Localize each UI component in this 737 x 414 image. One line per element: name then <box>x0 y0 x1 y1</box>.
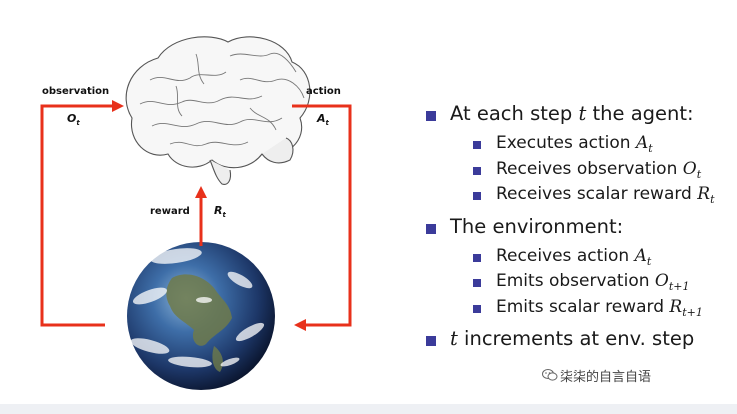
observation-arrow <box>40 104 112 327</box>
bullet-increment: t increments at env. step <box>426 327 731 358</box>
bullet-marker <box>426 111 436 121</box>
action-label: action <box>306 86 341 97</box>
watermark-text: 柒柒的自言自语 <box>560 370 652 385</box>
observation-var: Ot <box>67 112 80 128</box>
sub-bullet-marker <box>473 304 481 313</box>
sub-bullet-marker <box>473 279 481 287</box>
action-arrow <box>292 104 352 327</box>
reward-label: reward <box>150 206 190 217</box>
observation-label: observation <box>42 86 110 97</box>
slide: observation Ot action At reward Rt At ea… <box>40 36 731 390</box>
sub-bullet-marker <box>473 192 481 200</box>
bullet-environment: The environment: <box>426 215 731 246</box>
brain-icon <box>125 36 311 185</box>
bullet-agent-item: Executes action At <box>426 133 731 159</box>
sub-bullet-marker <box>473 141 481 149</box>
bullet-environment-item: Emits scalar reward Rt+1 <box>426 297 731 323</box>
bullet-environment-item: Emits observation Ot+1 <box>426 271 731 297</box>
sub-bullet-marker <box>473 253 481 262</box>
wechat-icon <box>542 369 558 381</box>
reward-var: Rt <box>214 204 226 220</box>
observation-arrowhead <box>112 100 124 112</box>
bullet-marker <box>426 336 436 346</box>
bullet-marker <box>426 223 436 234</box>
sub-bullet-marker <box>473 166 481 175</box>
agent-environment-diagram <box>40 36 352 390</box>
action-var: At <box>317 112 329 128</box>
earth-icon <box>127 242 275 390</box>
bullet-environment-item: Receives action At <box>426 246 731 272</box>
reward-arrowhead <box>195 186 207 198</box>
bullet-agent: At each step t the agent: <box>426 102 731 133</box>
bullet-agent-item: Receives scalar reward Rt <box>426 184 731 210</box>
bullet-list: At each step t the agent: Executes actio… <box>426 102 731 358</box>
bullet-agent-item: Receives observation Ot <box>426 159 731 185</box>
action-arrowhead <box>294 319 306 331</box>
bottom-strip <box>0 404 737 414</box>
